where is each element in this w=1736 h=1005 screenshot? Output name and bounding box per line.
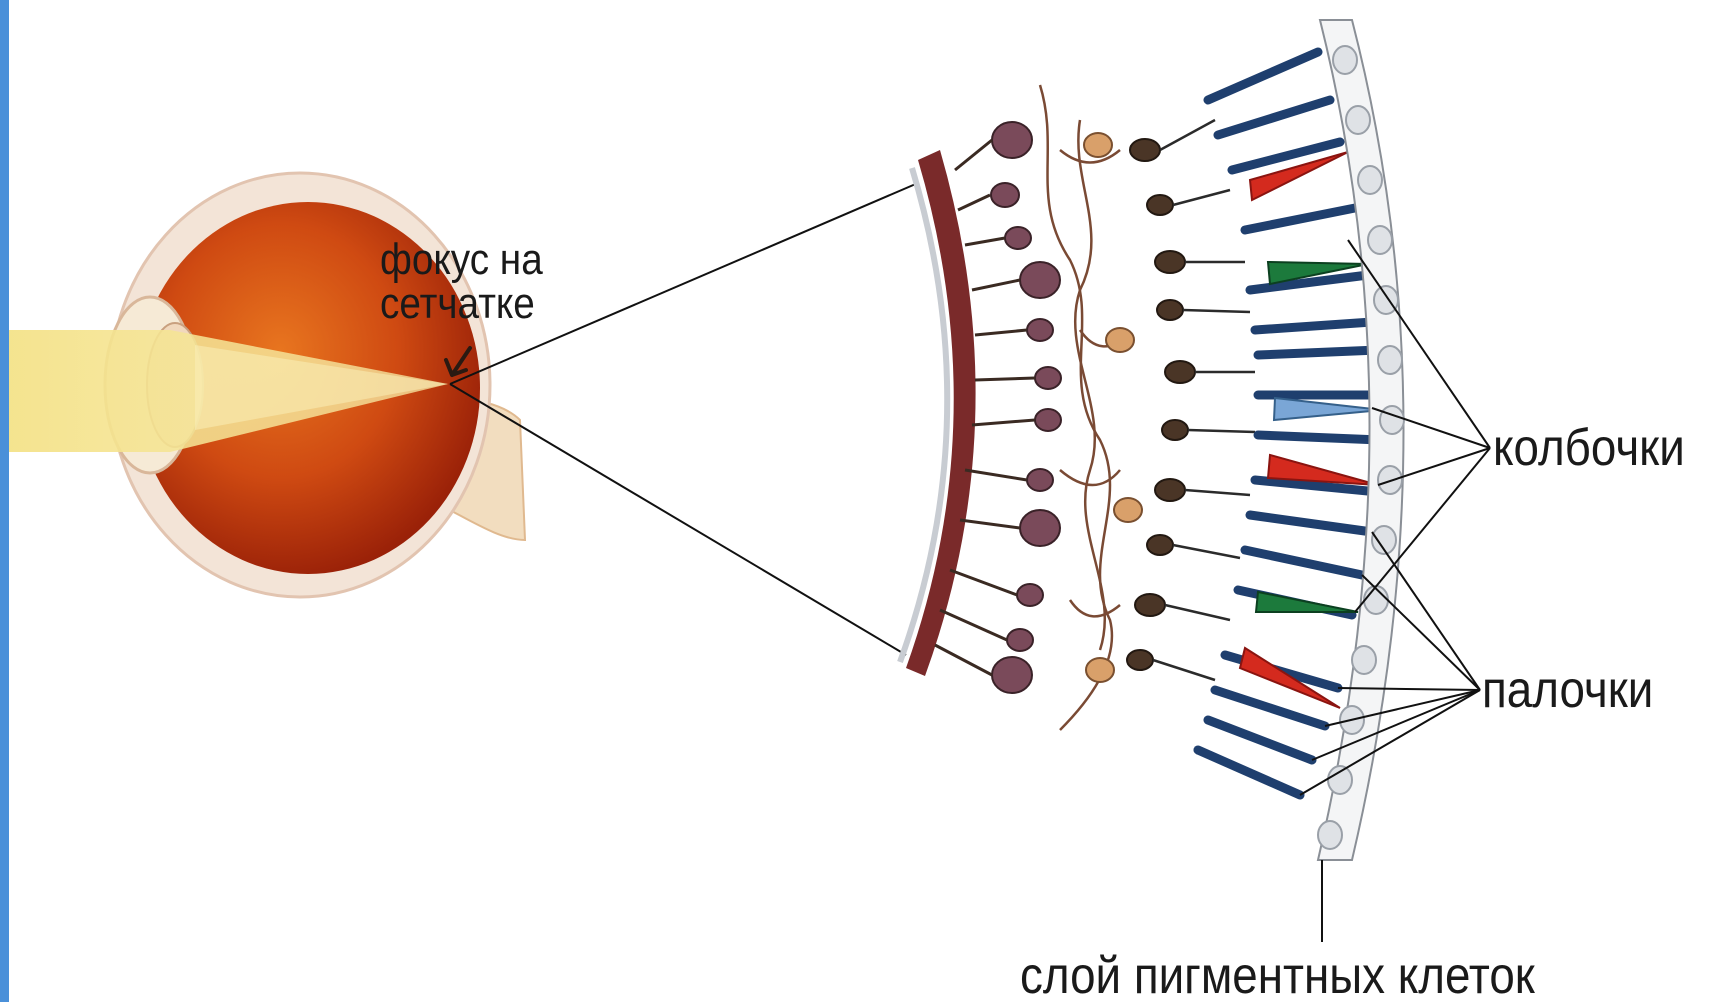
bipolar-cell-layer [1127,139,1195,670]
inner-plexiform-layer [1040,85,1130,730]
focus-on-retina-label: фокус на сетчатке [380,238,543,326]
retina-illustration [900,20,1404,860]
horizontal-cells [1084,133,1142,682]
focus-label-line1: фокус на [380,238,543,282]
pigment-layer-label: слой пигментных клеток [1020,950,1535,1002]
cones-label: колбочки [1493,422,1685,474]
rods-label: палочки [1482,664,1653,716]
cone-cell-green [1256,592,1358,612]
retina-inner-membrane [906,150,976,676]
focus-label-line2: сетчатке [380,282,543,326]
cone-cell-blue [1274,398,1382,420]
